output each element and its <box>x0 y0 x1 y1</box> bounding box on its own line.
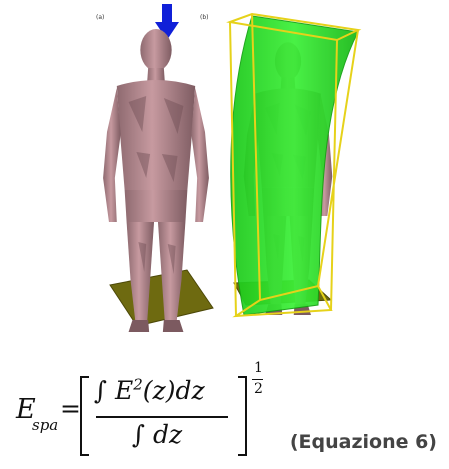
formula-fraction-bar <box>96 416 228 418</box>
green-curved-plane <box>231 16 358 315</box>
formula-exponent-bar <box>252 379 263 380</box>
formula-left-bracket <box>80 376 89 456</box>
formula-denominator: ∫ dz <box>132 420 182 449</box>
figure-human-models: (a) (b) <box>0 0 449 360</box>
formula-lhs-subscript: spa <box>32 416 58 434</box>
panel-a-label: (a) <box>96 14 104 21</box>
formula-e-spa: E spa = ∫ E2(z)dz ∫ dz 1 2 <box>14 360 294 460</box>
formula-numerator: ∫ E2(z)dz <box>94 376 205 405</box>
formula-right-bracket <box>238 376 247 456</box>
formula-exponent-numerator: 1 <box>254 360 263 376</box>
formula-equals: = <box>60 394 81 423</box>
formula-exponent-denominator: 2 <box>254 381 263 397</box>
panel-b-label: (b) <box>200 14 209 21</box>
floor-plate-a <box>110 270 213 326</box>
equation-label: (Equazione 6) <box>290 431 437 453</box>
